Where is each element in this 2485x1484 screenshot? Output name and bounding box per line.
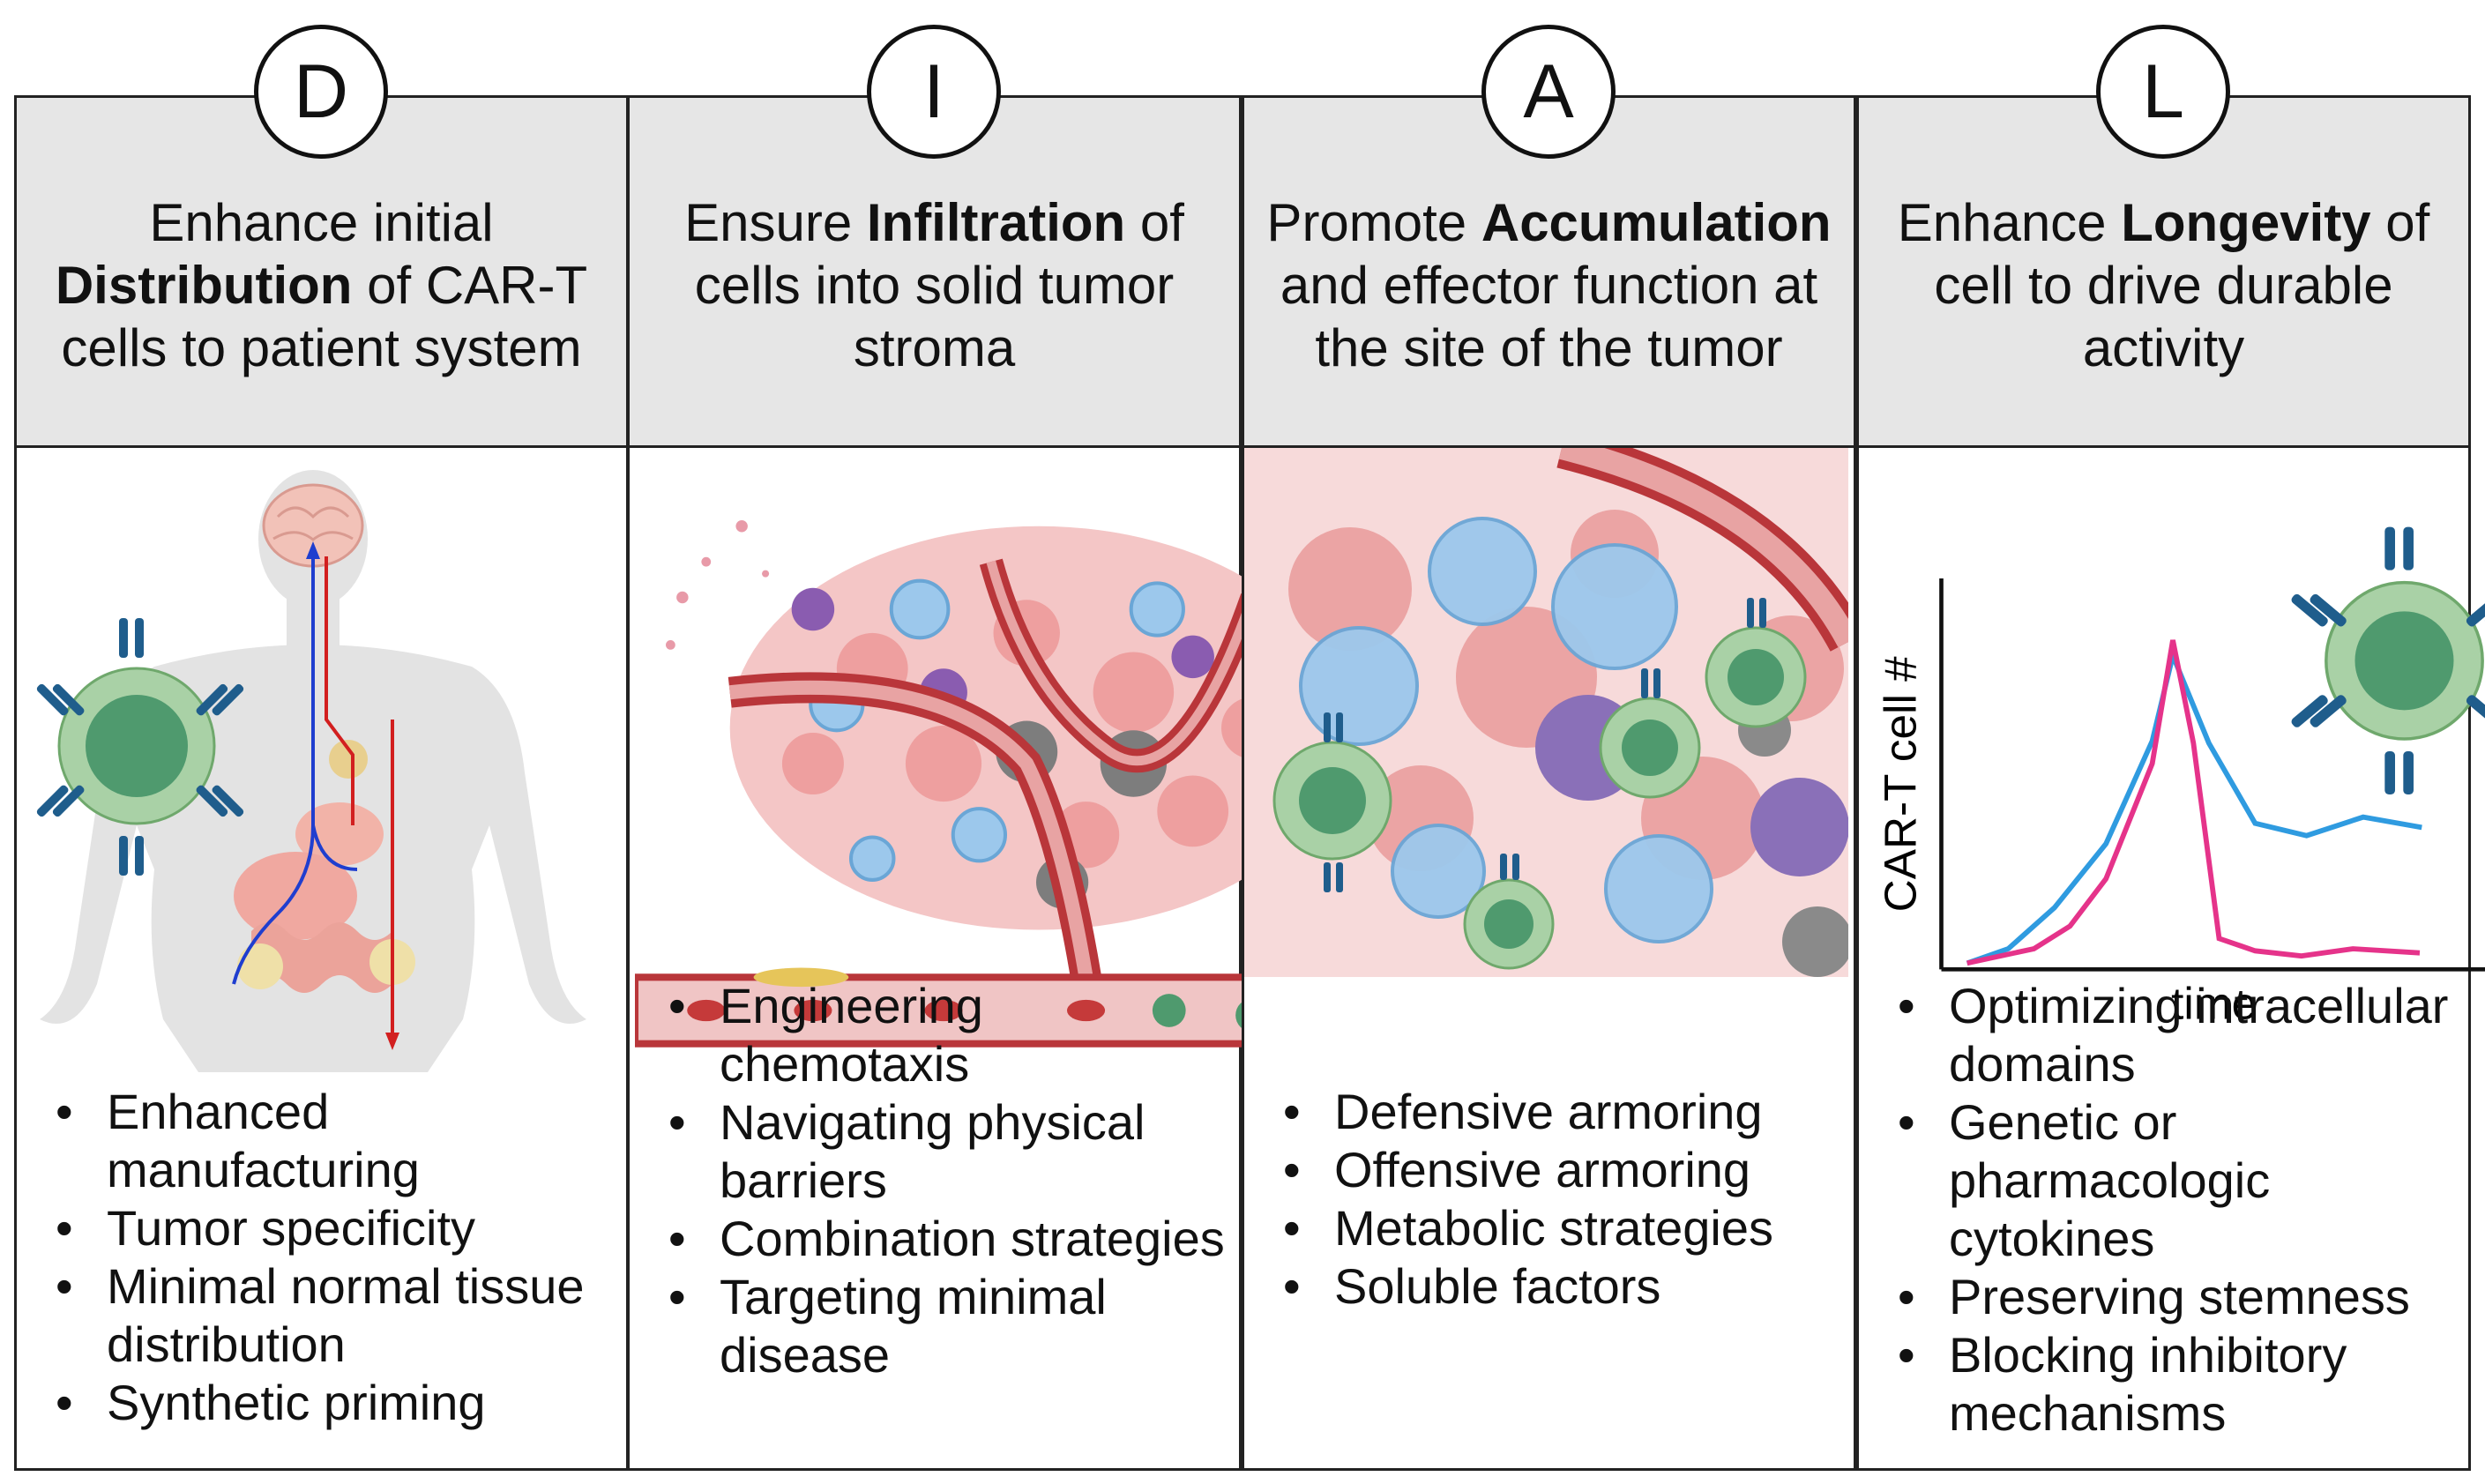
body-infiltration: Engineering chemotaxis Navigating physic… [627,448,1449,1471]
bullet-item: Combination strategies [663,1210,1228,1268]
bullet-list-longevity: Optimizing intracellular domains Genetic… [1892,977,2466,1443]
y-axis-label: CAR-T cell # [1875,656,1925,912]
body-distribution: Enhanced manufacturing Tumor specificity… [14,448,629,1471]
body-accumulation: Defensive armoring Offensive armoring Me… [1242,448,1856,1471]
body-longevity: CAR-T cell # time [1856,448,2485,1471]
bullet-list-distribution: Enhanced manufacturing Tumor specificity… [50,1083,615,1432]
column-distribution: Enhance initial Distribution of CAR-T ce… [14,0,629,1484]
bullet-item: Minimal normal tissue distribution [50,1257,615,1374]
column-accumulation: Promote Accumulation and effector functi… [1242,0,1856,1484]
column-infiltration: Ensure Infiltration of cells into solid … [627,0,1449,1484]
bullet-item: Metabolic strategies [1278,1199,1842,1257]
bullet-list-accumulation: Defensive armoring Offensive armoring Me… [1278,1083,1842,1316]
bullet-item: Soluble factors [1278,1257,1842,1316]
car-t-cell-icon [2291,526,2485,794]
bullet-item: Targeting minimal disease [663,1268,1228,1384]
bullet-item: Defensive armoring [1278,1083,1842,1141]
column-longevity: Enhance Longevity of cell to drive durab… [1856,0,2485,1484]
heading-distribution: Enhance initial Distribution of CAR-T ce… [55,192,588,377]
bullet-list-infiltration: Engineering chemotaxis Navigating physic… [663,977,1228,1384]
human-body-illustration [36,470,586,1072]
bullet-item: Enhanced manufacturing [50,1083,615,1199]
bullet-item: Engineering chemotaxis [663,977,1228,1093]
cart-cell-graph: CAR-T cell # time [1875,526,2485,1028]
letter-circle-i: I [867,25,1001,159]
car-t-cell-icon [1272,626,1807,970]
letter-circle-d: D [254,25,388,159]
letter-circle-l: L [2096,25,2230,159]
bullet-item: Offensive armoring [1278,1141,1842,1199]
bullet-item: Navigating physical barriers [663,1093,1228,1210]
car-t-cell-icon [36,618,244,876]
bullet-item: Tumor specificity [50,1199,615,1257]
heading-longevity: Enhance Longevity of cell to drive durab… [1897,192,2430,377]
bullet-item: Genetic or pharmacologic cytokines [1892,1093,2466,1268]
heading-infiltration: Ensure Infiltration of cells into solid … [684,192,1184,377]
tumor-microenvironment-illustration [1244,448,1848,977]
bullet-item: Preserving stemness [1892,1268,2466,1326]
bullet-item: Optimizing intracellular domains [1892,977,2466,1093]
curve-pink [1966,639,2421,966]
letter-circle-a: A [1481,25,1616,159]
bullet-item: Blocking inhibitory mechanisms [1892,1326,2466,1443]
heading-accumulation: Promote Accumulation and effector functi… [1266,192,1832,377]
bullet-item: Synthetic priming [50,1374,615,1432]
